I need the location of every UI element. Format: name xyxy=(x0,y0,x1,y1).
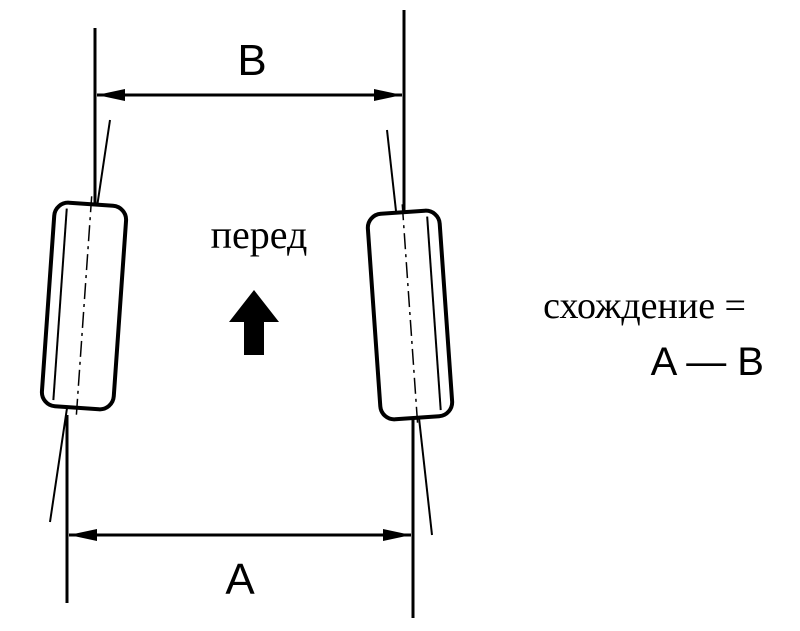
label-b: B xyxy=(237,36,266,85)
left-wheel xyxy=(39,196,129,416)
dimension-a xyxy=(69,529,411,541)
label-forward: перед xyxy=(211,212,308,257)
forward-arrow-icon xyxy=(229,290,279,355)
label-a: A xyxy=(225,555,255,604)
label-toe-formula: схождение = xyxy=(543,285,746,327)
label-toe-formula-value: A — B xyxy=(651,340,764,384)
right-wheel xyxy=(365,204,455,426)
dimension-b xyxy=(97,89,402,101)
